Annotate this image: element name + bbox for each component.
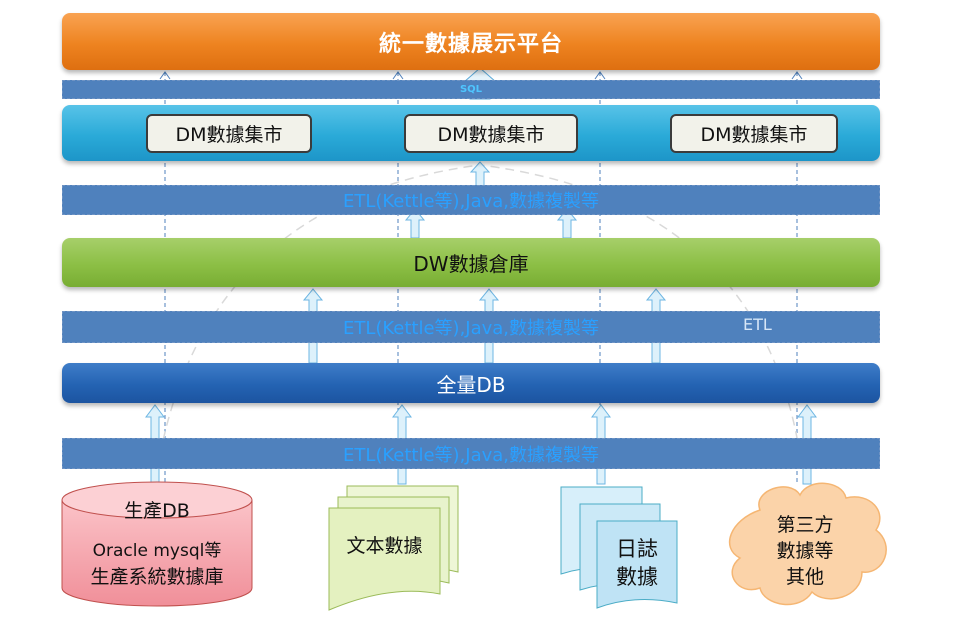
third-party-line1: 第三方 <box>776 514 834 536</box>
platform-title: 統一數據展示平台 <box>378 31 563 57</box>
data-mart-label: DM數據集市 <box>437 124 545 146</box>
data-warehouse-label: DW數據倉庫 <box>413 252 529 276</box>
etl-layer-bottom: ETL(Kettle等),Java,數據複製等 <box>62 438 880 469</box>
text-data-label: 文本數據 <box>346 535 423 557</box>
database-cylinder-icon <box>61 481 253 607</box>
full-db-layer: 全量DB <box>62 363 880 403</box>
third-party-line2: 數據等 <box>776 540 834 562</box>
data-warehouse-layer: DW數據倉庫 <box>62 238 880 287</box>
sql-label: SQL <box>459 84 483 95</box>
small-up-arrows <box>159 71 803 80</box>
production-db-line1: Oracle mysql等 <box>92 541 222 561</box>
etl-label: ETL(Kettle等),Java,數據複製等 <box>342 318 600 339</box>
log-data-line1: 日誌 <box>616 537 658 561</box>
etl-label: ETL(Kettle等),Java,數據複製等 <box>342 444 600 466</box>
etl-side-label: ETL <box>743 315 772 334</box>
data-mart-label: DM數據集市 <box>700 124 808 146</box>
log-documents-icon <box>560 486 678 609</box>
sql-layer: SQL <box>62 80 880 99</box>
document-stack-icon <box>328 485 459 611</box>
data-mart-box: DM數據集市 <box>146 114 312 153</box>
unified-display-platform: 統一數據展示平台 <box>62 13 880 70</box>
data-mart-box: DM數據集市 <box>670 114 838 153</box>
full-db-label: 全量DB <box>436 372 506 397</box>
log-data-line2: 數據 <box>616 565 658 589</box>
etl-label: ETL(Kettle等),Java,數據複製等 <box>342 191 600 212</box>
data-mart-label: DM數據集市 <box>175 124 283 146</box>
cloud-icon <box>729 482 887 606</box>
etl-layer-middle: ETL(Kettle等),Java,數據複製等 ETL <box>62 311 880 343</box>
data-mart-box: DM數據集市 <box>404 114 578 153</box>
production-db-line2: 生產系統數據庫 <box>90 566 224 588</box>
third-party-line3: 其他 <box>785 566 824 588</box>
etl-layer-top: ETL(Kettle等),Java,數據複製等 <box>62 185 880 215</box>
production-db-title: 生產DB <box>124 500 190 522</box>
